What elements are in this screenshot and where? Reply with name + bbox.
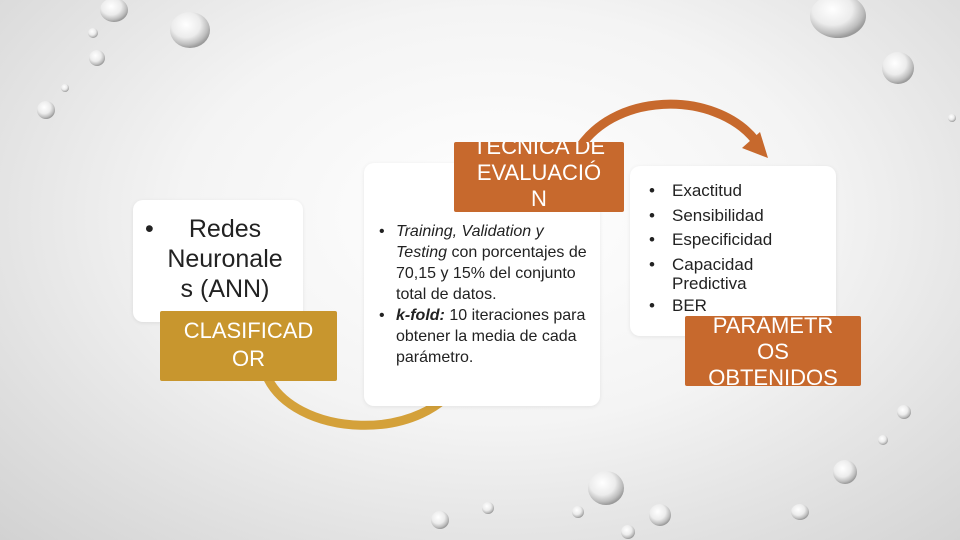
bullet-italic: Training, Validation y Testing [396, 223, 544, 261]
tag-line: OR [232, 346, 265, 371]
clasificador-tag: CLASIFICAD OR [160, 311, 337, 381]
parametros-list: Exactitud Sensibilidad Especificidad Cap… [646, 179, 836, 319]
list-item: Redes Neuronale s (ANN) [143, 214, 293, 304]
clasificador-list: Redes Neuronale s (ANN) [143, 214, 293, 304]
parametros-tag: PARÁMETR OS OBTENIDOS [685, 316, 861, 386]
parametros-card: Exactitud Sensibilidad Especificidad Cap… [630, 166, 836, 336]
bullet-text: Especificidad [672, 230, 773, 249]
evaluacion-list: Training, Validation y Testing con porce… [376, 221, 591, 368]
tag-line: OBTENIDOS [708, 365, 838, 386]
tag-line: OS [757, 339, 789, 364]
evaluacion-tag: TÉCNICA DE EVALUACIÓ N [454, 142, 624, 212]
list-item: Training, Validation y Testing con porce… [376, 221, 591, 305]
bullet-text: Capacidad [672, 254, 754, 274]
clasificador-card: Redes Neuronale s (ANN) [133, 200, 303, 322]
bullet-text: con porcentajes de 70,15 y 15% del conju… [396, 244, 587, 303]
bullet-line: Redes [188, 215, 262, 243]
bullet-text: Predictiva [672, 274, 747, 293]
bullet-text: 10 iteraciones para obtener la media de … [396, 307, 586, 366]
list-item: BER [646, 294, 836, 319]
list-item: Exactitud [646, 179, 836, 204]
tag-line: N [531, 186, 547, 211]
list-item: Especificidad [646, 228, 836, 253]
tag-line: TÉCNICA DE [472, 142, 606, 159]
tag-line: PARÁMETR [712, 316, 834, 338]
tag-line: CLASIFICAD [183, 318, 314, 343]
list-item: Sensibilidad [646, 204, 836, 229]
tag-line: EVALUACIÓ [476, 160, 602, 185]
bullet-text: BER [672, 296, 707, 315]
bullet-text: Exactitud [672, 181, 742, 200]
bullet-text: Sensibilidad [672, 205, 764, 225]
bullet-line: Neuronale [167, 245, 283, 273]
bullet-line: s (ANN) [180, 275, 270, 303]
bullet-bolditalic: k-fold: [396, 307, 445, 324]
list-item: k-fold: 10 iteraciones para obtener la m… [376, 305, 591, 368]
